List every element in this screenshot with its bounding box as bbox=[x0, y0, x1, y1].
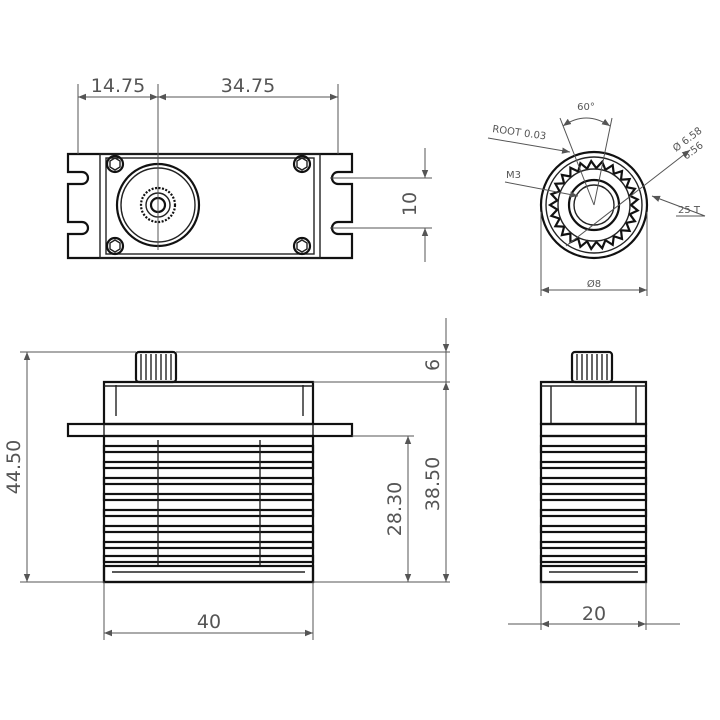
fin-slot bbox=[102, 508, 315, 518]
screw-icon bbox=[292, 154, 312, 174]
dim-14-75: 14.75 bbox=[91, 75, 145, 97]
top-view: 14.75 34.75 10 bbox=[66, 75, 432, 262]
fin-slot bbox=[539, 508, 648, 518]
dim-38-50: 38.50 bbox=[422, 457, 444, 511]
fin-slot bbox=[539, 492, 648, 502]
screw-icon bbox=[105, 236, 125, 256]
angle-label: 60° bbox=[577, 102, 595, 113]
top-case-inner bbox=[105, 157, 315, 255]
spline-detail: 60° ROOT 0.03 Ø 6.58 6.56 M3 25 T Ø8 bbox=[487, 102, 706, 296]
teeth-label: 25 T bbox=[678, 205, 701, 216]
spline-outer-circle bbox=[539, 150, 649, 260]
front-bottom-cap bbox=[102, 564, 315, 584]
thread-label: M3 bbox=[506, 170, 521, 181]
fin-slot bbox=[539, 524, 648, 534]
spline-teeth-icon bbox=[547, 159, 640, 251]
side-top-cap bbox=[539, 380, 648, 426]
fin-slot bbox=[539, 444, 648, 454]
front-top-cap bbox=[102, 380, 315, 426]
output-spline-icon bbox=[139, 186, 177, 224]
fin-slot bbox=[102, 540, 315, 550]
side-flange bbox=[539, 422, 648, 438]
dim-44-50: 44.50 bbox=[3, 440, 25, 494]
top-case-outline bbox=[99, 153, 321, 259]
dim-40: 40 bbox=[197, 611, 221, 633]
front-view: 44.50 6 38.50 28.30 40 bbox=[3, 318, 450, 640]
fin-slot bbox=[102, 554, 315, 564]
fin-slot bbox=[102, 444, 315, 454]
fin-slot bbox=[102, 476, 315, 486]
screw-icon bbox=[292, 236, 312, 256]
fin-slot bbox=[102, 492, 315, 502]
fin-slot bbox=[539, 540, 648, 550]
dim-34-75: 34.75 bbox=[221, 75, 275, 97]
dim-6: 6 bbox=[422, 359, 444, 371]
front-flange bbox=[66, 422, 354, 438]
fin-slot bbox=[539, 476, 648, 486]
dim-28-30: 28.30 bbox=[384, 482, 406, 536]
side-bottom-cap bbox=[539, 564, 648, 584]
fin-slot bbox=[102, 524, 315, 534]
dim-10: 10 bbox=[399, 192, 421, 216]
screw-icon bbox=[105, 154, 125, 174]
cooling-fins bbox=[102, 444, 315, 564]
fin-slot bbox=[539, 460, 648, 470]
side-view: 20 bbox=[508, 350, 680, 630]
side-cooling-fins bbox=[539, 444, 648, 564]
fin-slot bbox=[539, 554, 648, 564]
dim-20: 20 bbox=[582, 603, 606, 625]
diameter-base-label: Ø8 bbox=[587, 278, 601, 290]
fin-slot bbox=[102, 460, 315, 470]
top-flange-outline bbox=[66, 152, 354, 260]
